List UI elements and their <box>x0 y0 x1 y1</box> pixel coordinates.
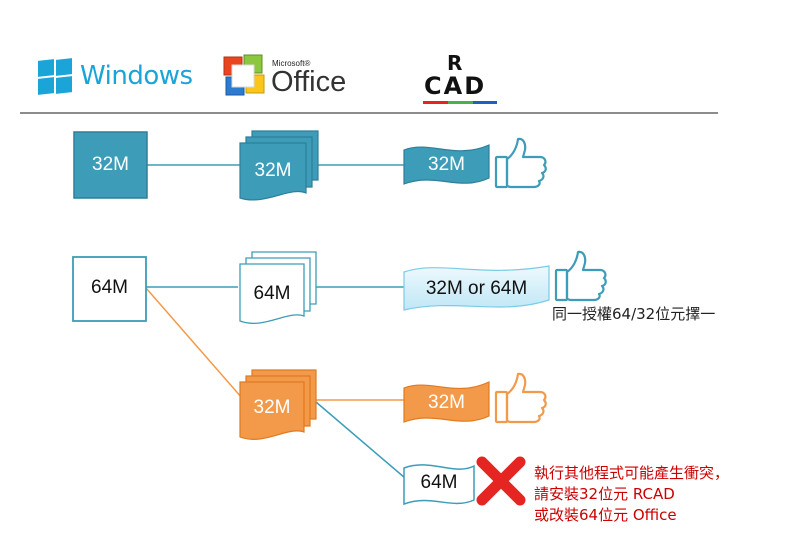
red-x-icon <box>476 456 526 506</box>
row1-office-doc-stack <box>239 130 319 201</box>
row2-windows-label: 64M <box>91 277 128 298</box>
row2-note: 同一授權64/32位元擇一 <box>552 305 716 323</box>
warning-line: 或改裝64位元 Office <box>534 506 677 524</box>
office-small-label: Microsoft® <box>272 59 311 68</box>
thumbs-up-icon <box>494 137 547 189</box>
row4-warning: 執行其他程式可能產生衝突， 請安裝32位元 RCAD 或改裝64位元 Offic… <box>534 463 729 526</box>
warning-line: 請安裝32位元 RCAD <box>534 485 675 503</box>
row2-office-doc-stack <box>239 251 317 324</box>
thumbs-up-icon <box>494 372 547 424</box>
connector-diagonal-orange <box>145 287 243 399</box>
office-logo-icon <box>223 54 265 96</box>
rcad-logo-bottom: CAD <box>424 72 487 100</box>
row1-rcad-banner <box>403 144 490 185</box>
row2-rcad-label: 32M or 64M <box>425 278 528 299</box>
connector-diagonal-teal <box>315 401 406 479</box>
rcad-color-bar <box>423 101 497 104</box>
windows-logo-icon <box>38 58 72 95</box>
row3-office-label: 32M <box>253 397 291 418</box>
warning-line: 執行其他程式可能產生衝突， <box>534 464 730 482</box>
row1-windows-label: 32M <box>92 154 129 175</box>
row4-rcad-banner <box>403 464 475 506</box>
header-divider <box>20 112 718 114</box>
row1-rcad-label: 32M <box>428 154 465 175</box>
row2-rcad-banner <box>403 265 550 311</box>
thumbs-up-icon <box>554 250 607 302</box>
row3-rcad-label: 32M <box>428 392 465 413</box>
row2-windows-box <box>72 256 147 322</box>
office-label: Office <box>271 66 347 98</box>
row2-office-label: 64M <box>253 283 291 304</box>
row1-windows-box <box>73 131 148 199</box>
windows-label: Windows <box>80 61 193 91</box>
row3-office-doc-stack <box>239 369 317 440</box>
row4-rcad-label: 64M <box>420 472 458 493</box>
row1-office-label: 32M <box>254 160 292 181</box>
row3-rcad-banner <box>403 381 490 423</box>
rcad-logo-top: R <box>447 51 463 75</box>
